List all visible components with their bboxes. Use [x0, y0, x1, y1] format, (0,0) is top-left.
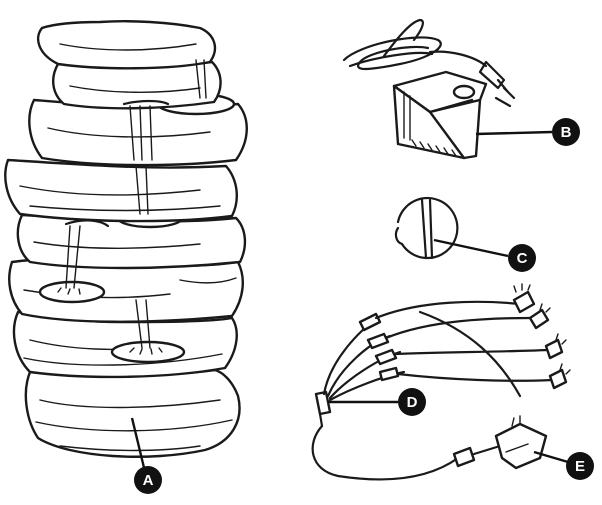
- ring-clip-icon: [394, 196, 459, 260]
- badge-b-label: B: [561, 124, 572, 141]
- callout-b: B: [475, 118, 580, 146]
- callout-c: C: [433, 238, 536, 272]
- badge-d: [398, 388, 426, 416]
- badge-e: [566, 452, 594, 480]
- rock-fountain-icon: [4, 20, 248, 458]
- pump-icon: [342, 18, 516, 160]
- callout-e: E: [533, 450, 594, 480]
- splitter-cable-icon: [311, 283, 571, 481]
- adapter-icon: [452, 415, 548, 470]
- badge-c: [508, 244, 536, 272]
- callout-d: D: [328, 388, 426, 416]
- badge-b: [552, 118, 580, 146]
- badge-a: [134, 466, 162, 494]
- callout-a: A: [130, 417, 162, 494]
- badge-a-label: A: [143, 472, 154, 489]
- badge-c-label: C: [517, 250, 528, 267]
- badge-d-label: D: [407, 394, 418, 411]
- badge-e-label: E: [575, 458, 585, 475]
